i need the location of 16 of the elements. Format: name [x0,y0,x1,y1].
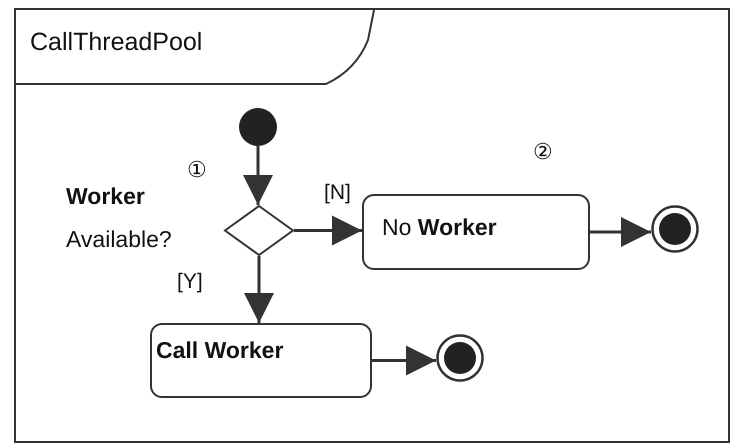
callout-number: ② [533,139,553,165]
edge-label: [N] [324,180,351,204]
action-box [150,323,372,398]
frame-title: CallThreadPool [30,28,202,57]
action-label: No Worker [382,214,497,241]
arrow [294,216,362,246]
arrow [244,256,274,323]
arrow [372,346,436,376]
arrow [243,146,273,205]
action-label: Call Worker [156,337,284,364]
edge-label: [Y] [177,270,203,294]
callout-number: ① [187,157,207,183]
arrow [590,217,651,247]
decision-label: Worker Available? [66,182,173,254]
activity-frame [14,8,730,443]
action-box [362,194,590,270]
